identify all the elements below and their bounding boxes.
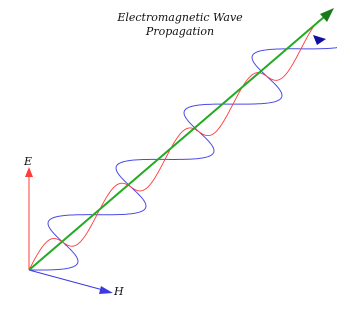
propagation-axis-line — [28, 16, 325, 271]
diagram-title-line-1: Electromagnetic Wave — [117, 11, 243, 24]
e-field-wave — [28, 19, 320, 271]
e-axis-label: E — [24, 155, 33, 168]
e-axis-arrowhead — [25, 167, 33, 177]
h-axis-arrowhead — [99, 286, 113, 294]
propagation-arrowhead — [320, 8, 334, 22]
h-axis-label: H — [114, 285, 124, 298]
wave-tip-marker — [313, 35, 326, 45]
h-field-wave — [28, 47, 337, 271]
diagram-title-line-2: Propagation — [145, 25, 215, 38]
h-axis-line — [28, 269, 104, 291]
